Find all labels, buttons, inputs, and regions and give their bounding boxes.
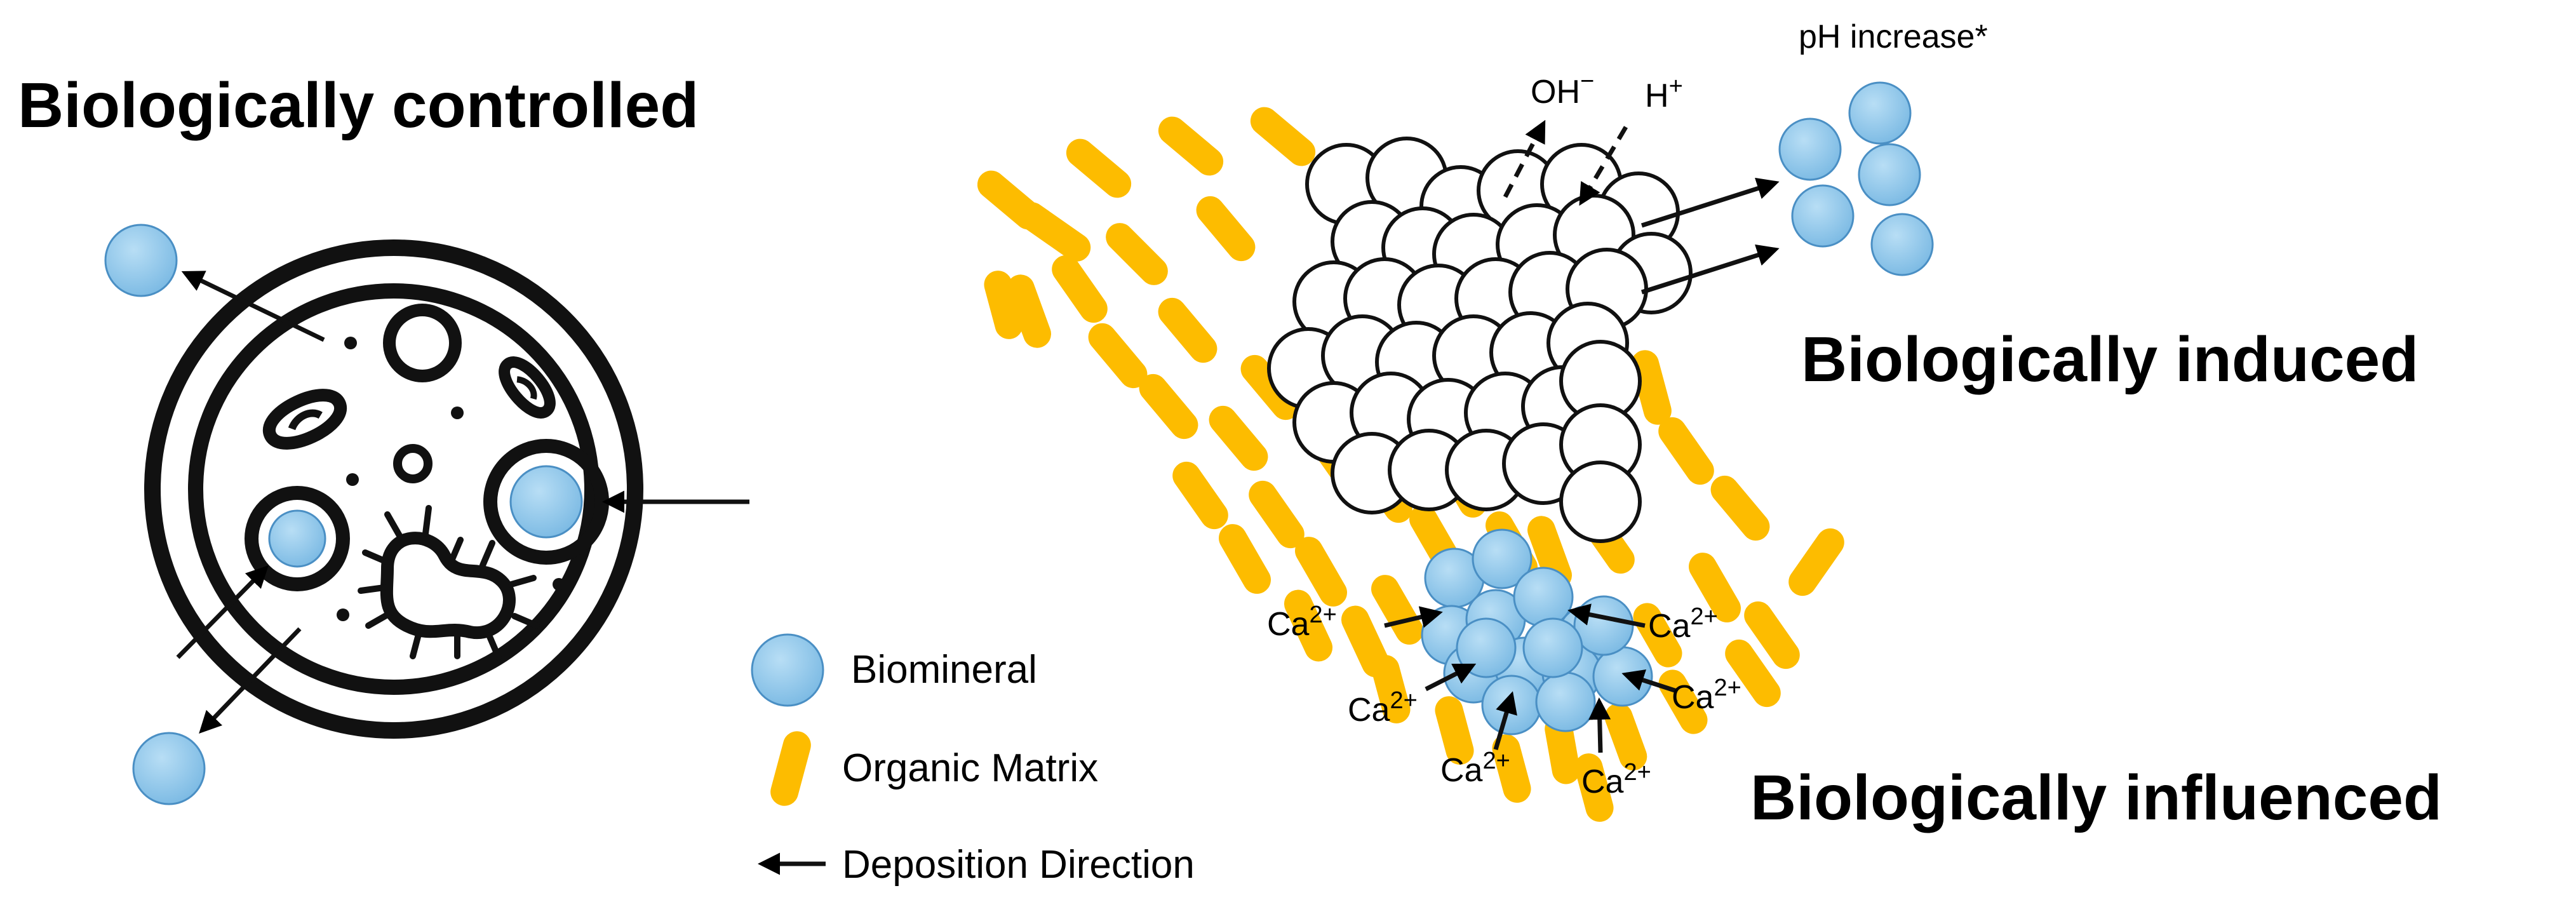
organic-matrix-capsule	[1153, 292, 1223, 368]
organic-matrix-capsule	[1153, 111, 1229, 182]
cell-icon	[105, 225, 749, 804]
organic-matrix-capsule	[1061, 133, 1137, 204]
microbial-cell-cluster	[1269, 138, 1691, 541]
heading-biologically-induced: Biologically induced	[1801, 324, 2418, 395]
biomineral	[1524, 619, 1582, 677]
heading-biologically-controlled: Biologically controlled	[18, 70, 699, 141]
biomineral	[1859, 144, 1920, 205]
legend-deposition-label: Deposition Direction	[842, 843, 1195, 887]
biomineral	[1780, 119, 1841, 180]
induced-biominerals	[1780, 83, 1933, 275]
biomineral	[1482, 676, 1541, 734]
organelle	[262, 386, 347, 452]
granule	[451, 407, 464, 419]
heading-biologically-influenced: Biologically influenced	[1750, 762, 2442, 833]
calcium-ion-label: Ca2+	[1348, 687, 1418, 729]
biomineral	[1872, 214, 1933, 275]
biomineral-in-vesicle	[269, 511, 325, 567]
organic-matrix-capsule	[1167, 456, 1234, 535]
granule	[344, 337, 357, 349]
calcium-ion-label: Ca2+	[1648, 603, 1718, 645]
granule	[346, 473, 359, 486]
biomineral	[1849, 83, 1910, 144]
biomineral-in-vesicle	[511, 466, 582, 537]
granule	[337, 608, 349, 621]
vesicle	[398, 448, 428, 479]
calcium-ion-label: Ca2+	[1672, 675, 1741, 716]
organic-matrix-capsule	[1100, 217, 1174, 291]
organic-matrix-capsule	[1245, 102, 1321, 172]
biomineral	[133, 733, 205, 804]
biomineral	[1593, 647, 1652, 706]
vesicle	[389, 310, 455, 376]
organic-matrix-capsule	[1047, 250, 1113, 328]
legend-biomineral-label: Biomineral	[851, 648, 1037, 692]
biomineral	[105, 225, 177, 296]
bacterium-icon	[361, 508, 537, 657]
ph-increase-label: pH increase*	[1799, 18, 1988, 55]
oh-label: OH−	[1531, 68, 1594, 111]
legend-biomineral-swatch	[752, 635, 823, 706]
calcium-ion-label: Ca2+	[1581, 759, 1651, 800]
organic-matrix-capsule	[1012, 197, 1096, 267]
legend-organic-matrix-label: Organic Matrix	[842, 746, 1098, 790]
legend: Biomineral Organic Matrix Deposition Dir…	[752, 635, 1195, 887]
organic-matrix-capsule	[1191, 191, 1261, 267]
biomineral	[1574, 596, 1633, 655]
microbial-cell	[1561, 462, 1640, 541]
granule	[553, 578, 565, 591]
organic-matrix-capsule	[1134, 368, 1204, 445]
calcium-ion-label: Ca2+	[1440, 748, 1510, 789]
organic-matrix-capsule	[1214, 519, 1276, 599]
biomineral	[1536, 673, 1595, 731]
organic-matrix-capsule	[1204, 400, 1274, 476]
biomineral	[1792, 185, 1853, 246]
h-label: H+	[1645, 73, 1683, 114]
arrow-icon	[1599, 702, 1600, 753]
organic-matrix-capsule	[1705, 470, 1776, 546]
legend-organic-matrix-swatch	[767, 728, 814, 809]
organic-matrix-capsule	[1783, 523, 1850, 601]
organic-matrix-capsule	[1653, 412, 1720, 490]
